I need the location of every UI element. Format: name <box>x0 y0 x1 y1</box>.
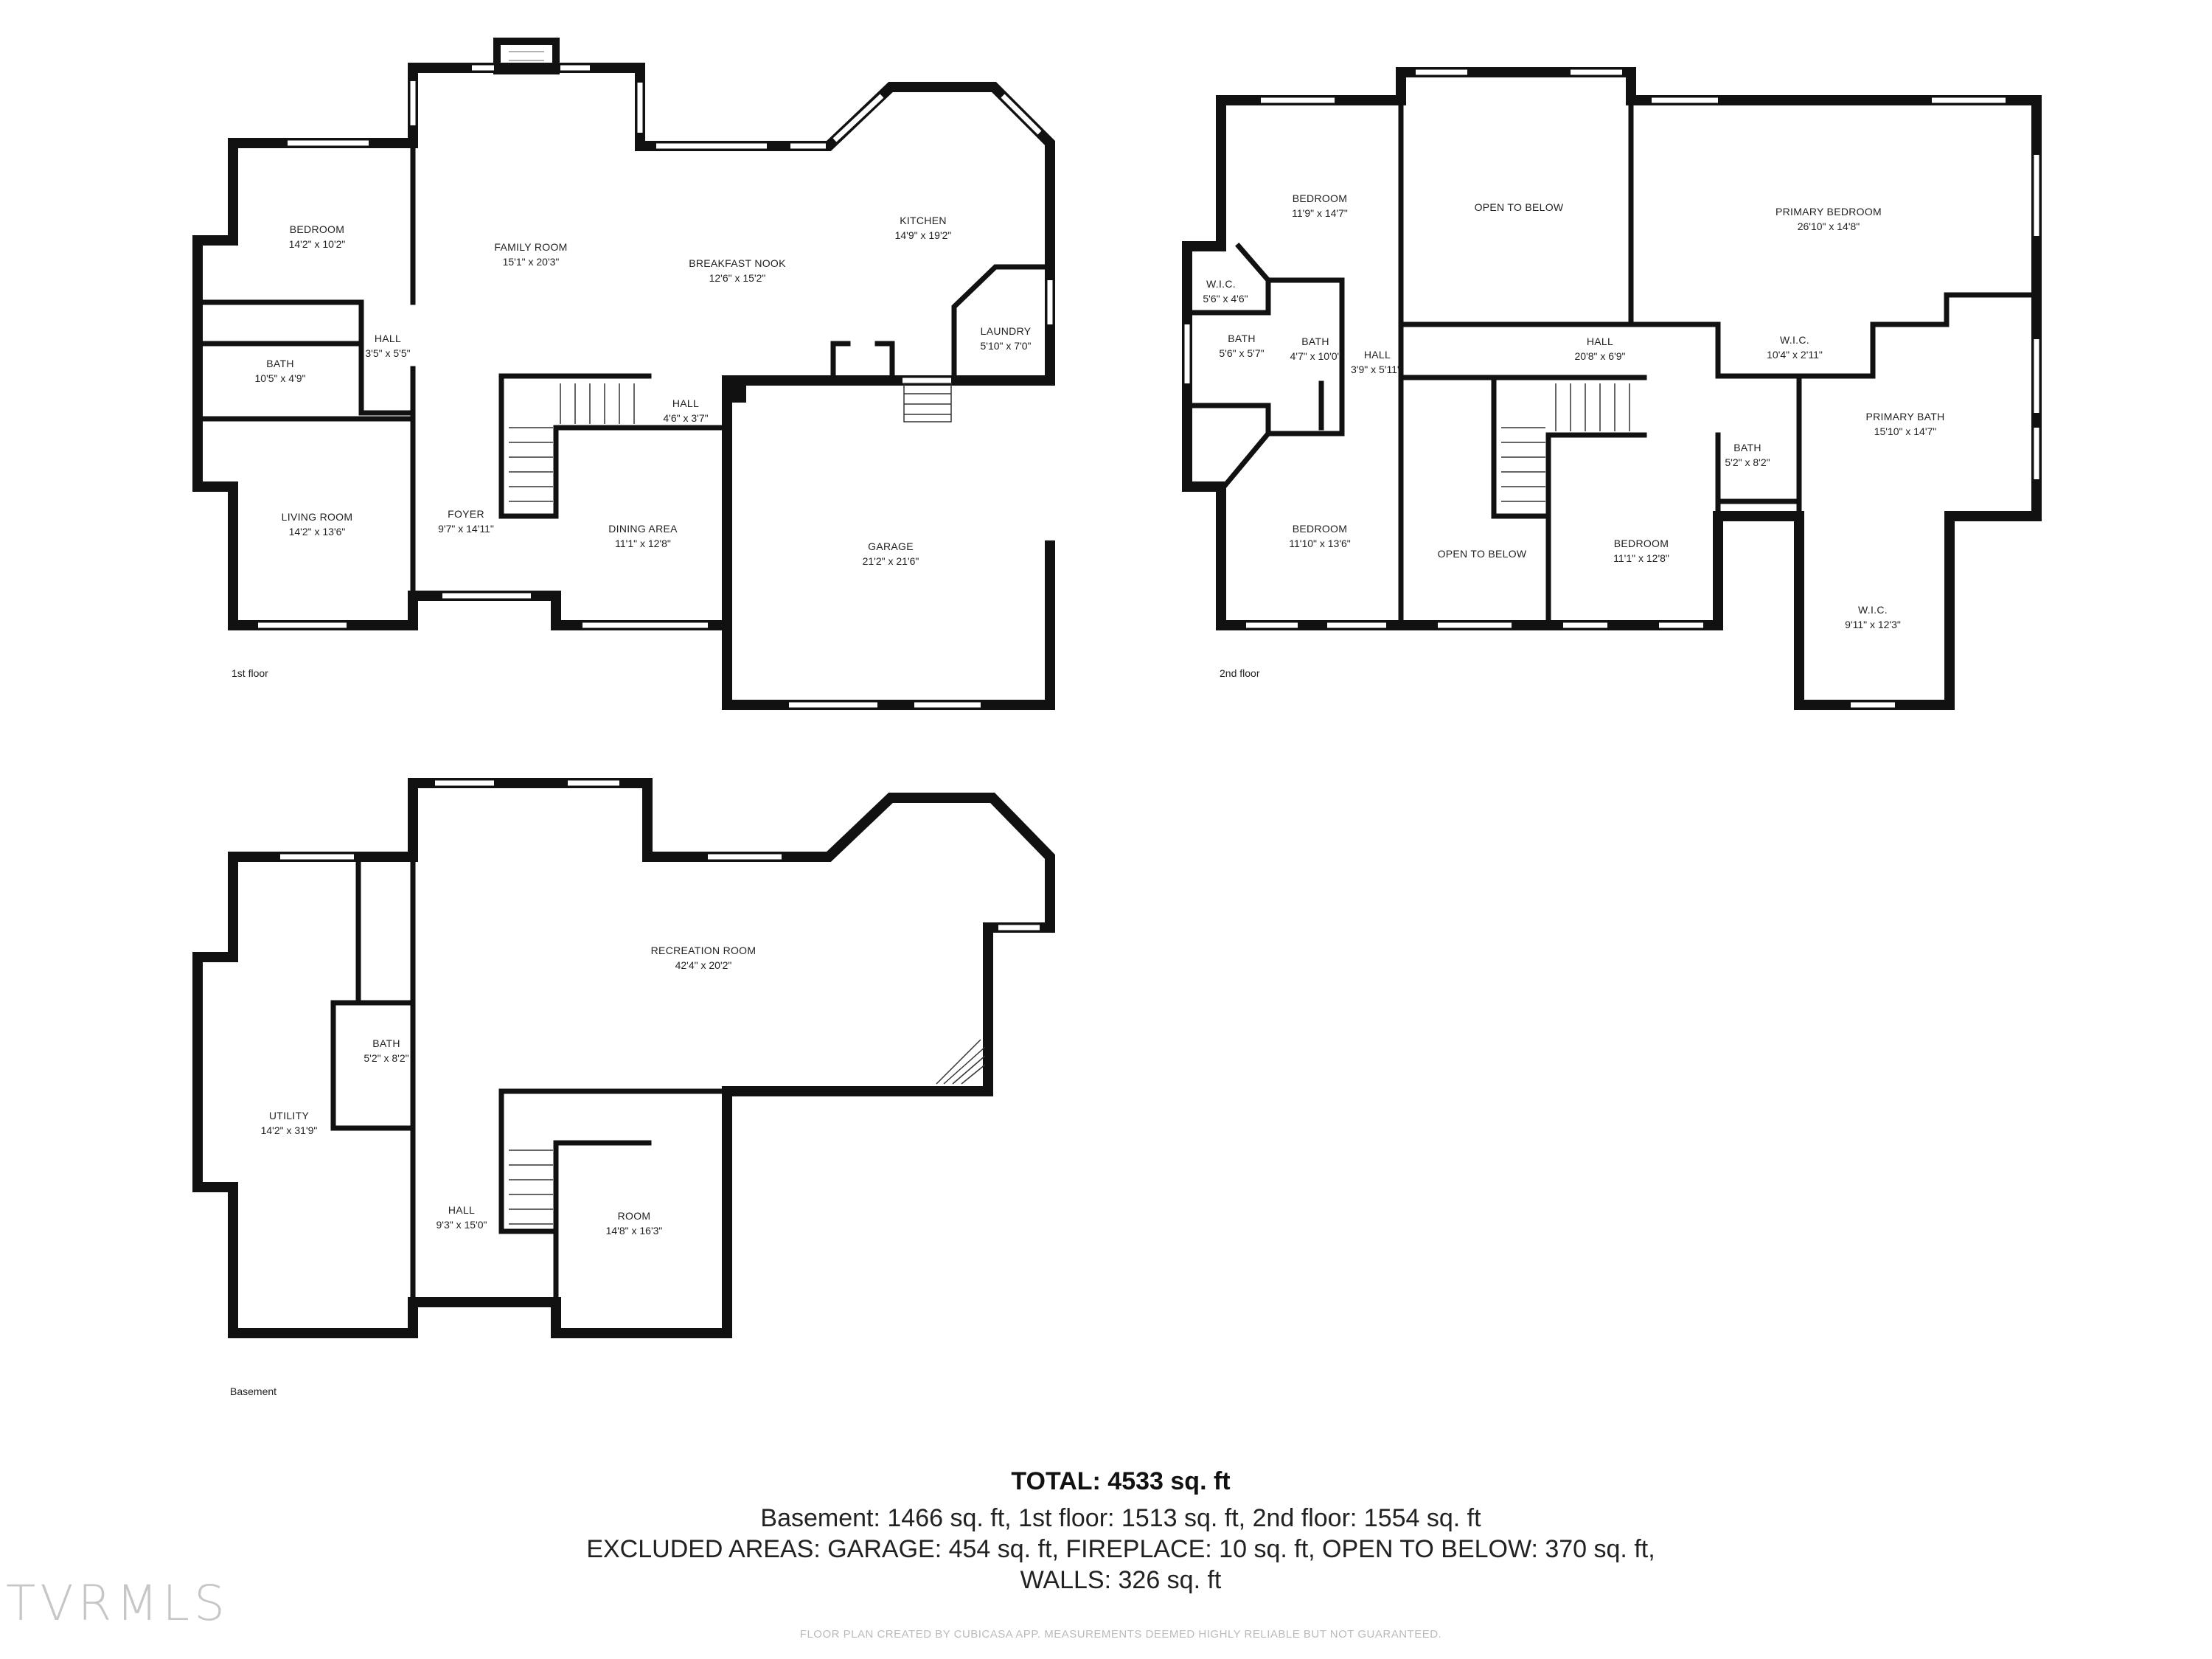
room-dims: 3'9" x 5'11" <box>1351 364 1401 375</box>
tvrmls-logo: TVRMLS <box>6 1575 229 1632</box>
room-dims: 5'6" x 5'7" <box>1219 347 1264 359</box>
floor-areas: Basement: 1466 sq. ft, 1st floor: 1513 s… <box>760 1504 1481 1532</box>
room-dims: 14'8" x 16'3" <box>606 1225 663 1237</box>
room-dims: 15'10" x 14'7" <box>1874 425 1937 437</box>
room-name: KITCHEN <box>900 215 947 226</box>
room-dims: 10'4" x 2'11" <box>1767 349 1823 361</box>
room-name: HALL <box>672 397 699 409</box>
room-name: UTILITY <box>269 1110 310 1121</box>
room-name: ROOM <box>618 1210 651 1222</box>
room-name: BATH <box>372 1037 400 1049</box>
walls-area: WALLS: 326 sq. ft <box>1020 1566 1222 1594</box>
room-dims: 12'6" x 15'2" <box>709 272 766 284</box>
room-dims: 26'10" x 14'8" <box>1798 220 1860 232</box>
room-name: PRIMARY BATH <box>1865 411 1944 422</box>
room-dims: 14'2" x 13'6" <box>289 526 346 538</box>
room-name: FAMILY ROOM <box>494 241 567 253</box>
first-floor-plan <box>192 38 1055 710</box>
room-name: HALL <box>375 333 401 344</box>
room-dims: 42'4" x 20'2" <box>675 959 732 971</box>
room-name: HALL <box>1587 335 1613 347</box>
room-name: BEDROOM <box>290 223 344 235</box>
basement-plan <box>192 778 1055 1338</box>
room-name: W.I.C. <box>1780 334 1809 346</box>
room-dims: 5'2" x 8'2" <box>364 1052 408 1064</box>
room-dims: 4'7" x 10'0" <box>1290 350 1341 362</box>
room-name: BATH <box>266 358 294 369</box>
floor-label: Basement <box>230 1385 276 1397</box>
room-name: OPEN TO BELOW <box>1438 548 1527 560</box>
room-name: LIVING ROOM <box>282 511 353 523</box>
room-dims: 14'2" x 31'9" <box>261 1124 318 1136</box>
room-name: W.I.C. <box>1858 604 1888 616</box>
room-name: HALL <box>1364 349 1391 361</box>
room-name: RECREATION ROOM <box>651 945 757 956</box>
room-dims: 11'9" x 14'7" <box>1292 207 1348 219</box>
room-name: HALL <box>448 1204 475 1216</box>
floor-label: 2nd floor <box>1220 667 1260 679</box>
room-name: BEDROOM <box>1293 192 1347 204</box>
room-name: BEDROOM <box>1293 523 1347 535</box>
room-name: PRIMARY BEDROOM <box>1775 206 1882 218</box>
room-name: OPEN TO BELOW <box>1475 201 1564 213</box>
basement-labels: RECREATION ROOM 42'4" x 20'2" BATH 5'2" … <box>230 945 756 1397</box>
room-name: GARAGE <box>868 540 914 552</box>
room-name: DINING AREA <box>608 523 678 535</box>
room-dims: 14'2" x 10'2" <box>289 238 346 250</box>
room-name: BATH <box>1228 333 1256 344</box>
first-floor-labels: BEDROOM 14'2" x 10'2" FAMILY ROOM 15'1" … <box>232 215 1032 679</box>
room-dims: 15'1" x 20'3" <box>503 256 560 268</box>
room-dims: 21'2" x 21'6" <box>863 555 919 567</box>
room-dims: 5'6" x 4'6" <box>1203 293 1248 305</box>
room-dims: 20'8" x 6'9" <box>1575 350 1626 362</box>
room-name: BATH <box>1301 335 1329 347</box>
room-dims: 11'1" x 12'8" <box>1613 552 1669 564</box>
second-floor-labels: BEDROOM 11'9" x 14'7" OPEN TO BELOW PRIM… <box>1203 192 1944 679</box>
room-name: BEDROOM <box>1614 538 1669 549</box>
room-name: BATH <box>1733 442 1761 453</box>
room-dims: 5'2" x 8'2" <box>1725 456 1770 468</box>
excluded-areas: EXCLUDED AREAS: GARAGE: 454 sq. ft, FIRE… <box>586 1535 1655 1563</box>
room-dims: 9'11" x 12'3" <box>1845 619 1901 630</box>
room-dims: 14'9" x 19'2" <box>895 229 952 241</box>
room-name: BREAKFAST NOOK <box>689 257 786 269</box>
floor-label: 1st floor <box>232 667 268 679</box>
room-dims: 10'5" x 4'9" <box>255 372 306 384</box>
room-dims: 9'7" x 14'11" <box>438 523 494 535</box>
credit-note: FLOOR PLAN CREATED BY CUBICASA APP. MEAS… <box>799 1628 1442 1641</box>
room-name: FOYER <box>448 508 484 520</box>
room-dims: 5'10" x 7'0" <box>981 340 1032 352</box>
room-dims: 4'6" x 3'7" <box>663 412 708 424</box>
room-name: LAUNDRY <box>981 325 1032 337</box>
room-dims: 9'3" x 15'0" <box>437 1219 487 1231</box>
room-dims: 11'1" x 12'8" <box>615 538 671 549</box>
second-floor-plan <box>1182 67 2042 710</box>
room-dims: 3'5" x 5'5" <box>365 347 410 359</box>
total-area: TOTAL: 4533 sq. ft <box>1011 1467 1231 1495</box>
room-dims: 11'10" x 13'6" <box>1289 538 1351 549</box>
room-name: W.I.C. <box>1206 278 1236 290</box>
